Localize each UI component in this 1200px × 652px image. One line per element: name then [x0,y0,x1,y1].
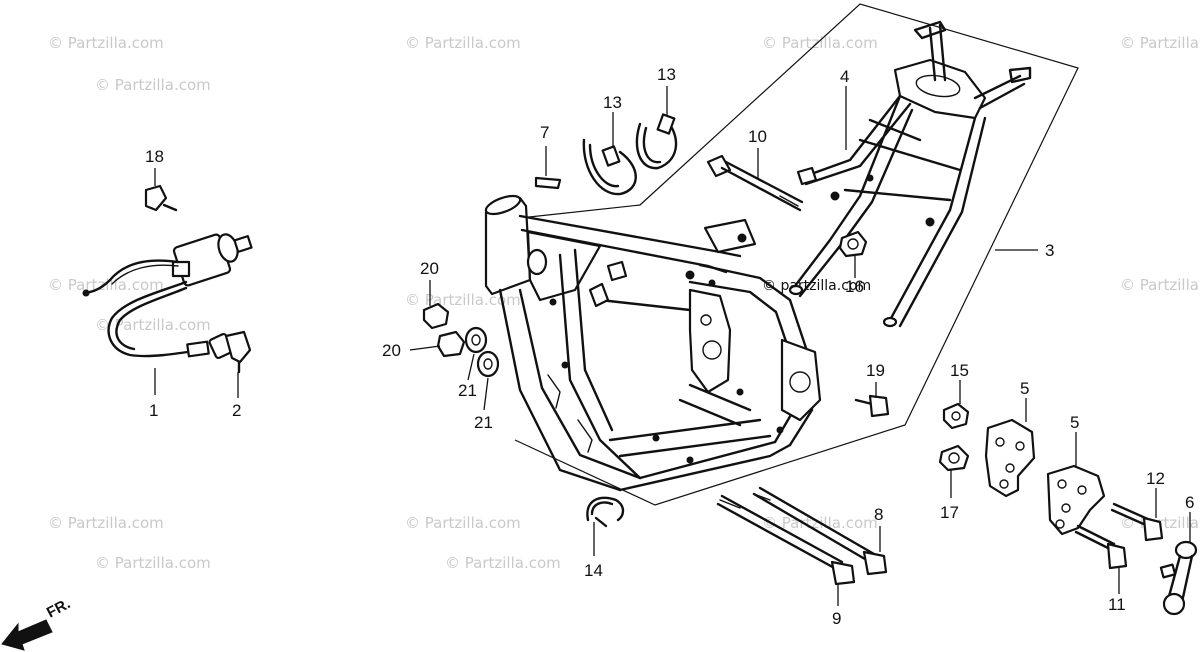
long-bolt-10 [706,154,804,212]
washer-21-lower [476,350,500,378]
hanger-plate-5b [1046,464,1106,536]
stay-6 [1159,540,1198,616]
hose-clamps-13 [582,113,678,196]
callout-1: 1 [149,401,158,420]
callout-9: 9 [832,609,841,628]
clip-14 [586,496,625,528]
callout-3: 3 [1045,241,1054,260]
watermark: © Partzilla.com [762,34,878,52]
callout-20a: 20 [420,259,439,278]
leader-lines [154,86,1191,606]
long-bolt-8 [752,486,888,576]
bolt-19 [854,394,890,418]
callout-15: 15 [950,361,969,380]
bolt-11 [1074,524,1128,570]
main-frame [484,194,822,492]
watermark: © Partzilla.com [95,554,211,572]
callout-4: 4 [840,67,849,86]
callout-13a: 13 [603,93,622,112]
pin-7 [534,176,562,190]
callout-8: 8 [874,505,883,524]
watermark: © Partzilla.com [405,34,521,52]
callout-20b: 20 [382,341,401,360]
callout-19: 19 [866,361,885,380]
washer-21-upper [464,326,488,354]
callout-14: 14 [584,561,603,580]
watermark: © Partzilla.com [48,514,164,532]
callout-17: 17 [940,503,959,522]
hanger-plate-5a [984,418,1036,498]
callout-13b: 13 [657,65,676,84]
bolt-12 [1110,502,1164,542]
nut-16 [838,230,868,258]
callout-7: 7 [540,123,549,142]
callout-5b: 5 [1070,413,1079,432]
long-bolt-9 [716,494,856,586]
watermark: © Partzilla.com [1120,276,1200,294]
watermark: © Partzilla.com [95,316,211,334]
callout-12: 12 [1146,469,1165,488]
watermark: © Partzilla.com [1120,34,1200,52]
spark-plug-cap [208,330,252,374]
callout-2: 2 [232,401,241,420]
callout-5a: 5 [1020,379,1029,398]
watermark: © Partzilla.com [95,76,211,94]
callout-18: 18 [145,147,164,166]
watermark: © Partzilla.com [405,514,521,532]
nut-20-upper [422,302,450,330]
front-direction-arrow: FR. [1,595,73,651]
front-direction-label: FR. [44,595,73,621]
watermark: © Partzilla.com [445,554,561,572]
callout-6: 6 [1185,493,1194,512]
callout-21a: 21 [458,381,477,400]
nut-20-lower [436,330,466,358]
rear-subframe [788,20,1032,328]
watermark: © Partzilla.com [405,291,521,309]
callout-21b: 21 [474,413,493,432]
ignition-coil [82,233,253,358]
nut-15 [942,402,970,430]
watermark: © Partzilla.com [48,34,164,52]
callout-16: 16 [845,277,864,296]
callout-10: 10 [748,127,767,146]
frame-group-outline [514,3,1079,506]
callout-11: 11 [1108,595,1126,614]
bolt-18 [144,184,178,212]
callout-labels: 1 2 3 4 5 5 6 7 8 9 10 11 12 13 13 14 15… [145,65,1194,628]
nut-17 [938,444,970,472]
